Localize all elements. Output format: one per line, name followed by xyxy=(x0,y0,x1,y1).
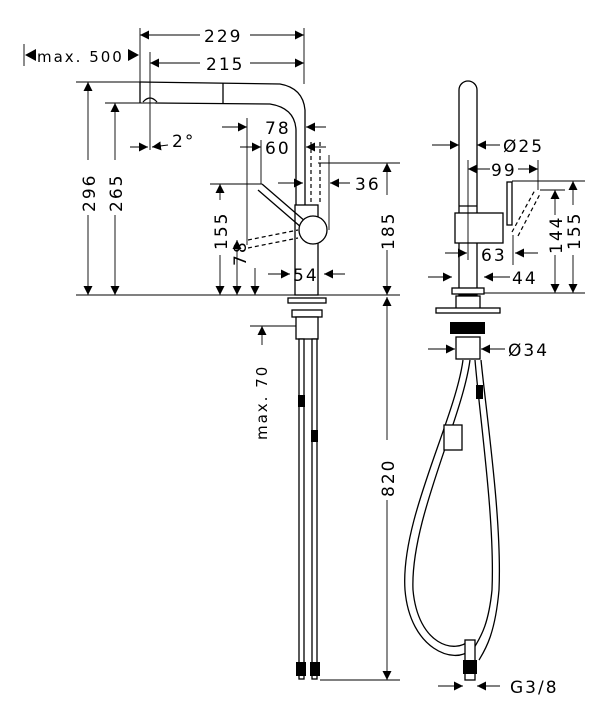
dim-60: 60 xyxy=(265,139,291,159)
lever-up-edge xyxy=(257,189,303,229)
dim-54: 54 xyxy=(293,266,319,286)
side-mounting-nut xyxy=(450,322,485,334)
supply-hose xyxy=(472,359,494,651)
hose-clip xyxy=(311,430,318,442)
dim-820: 820 xyxy=(379,459,399,497)
arrowhead xyxy=(25,49,36,61)
side-handle-body xyxy=(454,212,504,244)
dim-d25: Ø25 xyxy=(503,137,544,157)
base-plate xyxy=(287,297,327,304)
spray-hose xyxy=(404,359,471,657)
dim-max-500: max. 500 xyxy=(37,48,124,66)
hose-connector xyxy=(296,662,306,676)
side-base-plate xyxy=(435,307,501,314)
dim-215: 215 xyxy=(206,55,244,75)
dim-78-side: 78 xyxy=(231,240,251,266)
dim-36: 36 xyxy=(355,175,381,195)
body-hidden-lines xyxy=(310,142,321,205)
side-lower-shank xyxy=(455,336,481,360)
dim-185: 185 xyxy=(379,212,399,250)
hose-weight xyxy=(443,424,463,451)
spray-hose-inner xyxy=(412,359,471,647)
dim-144: 144 xyxy=(547,216,567,254)
dim-d34: Ø34 xyxy=(508,341,549,361)
supply-hose-outer xyxy=(478,359,501,661)
dim-thread: G3/8 xyxy=(510,678,559,698)
spout-inner-outline xyxy=(154,102,297,205)
hose-connector xyxy=(310,662,320,676)
dimension-line xyxy=(151,141,169,151)
dim-angle: 2° xyxy=(172,132,195,152)
side-lever xyxy=(506,181,513,226)
dim-229: 229 xyxy=(204,27,242,47)
supply-hose xyxy=(298,338,305,680)
dim-78-top: 78 xyxy=(265,119,291,139)
side-view: Ø25 99 144 155 63 44 Ø34 G3/8 xyxy=(404,80,585,698)
dim-265: 265 xyxy=(107,174,127,212)
mounting-shank xyxy=(295,316,319,340)
dim-63: 63 xyxy=(481,246,507,266)
front-view: 229 215 max. 500 296 265 2° 78 60 36 xyxy=(23,27,400,681)
dim-99: 99 xyxy=(491,161,517,181)
hose-clip xyxy=(476,385,483,399)
dim-max-70: max. 70 xyxy=(253,365,271,440)
mounting-nut xyxy=(291,309,323,318)
dim-44: 44 xyxy=(512,269,538,289)
hose-clip xyxy=(298,395,305,407)
lever-up xyxy=(261,183,307,223)
supply-hose xyxy=(311,338,318,680)
dim-296: 296 xyxy=(80,174,100,212)
arrowhead xyxy=(128,49,139,61)
dim-155-side: 155 xyxy=(565,212,585,250)
lever-dashed xyxy=(247,229,299,249)
hose-connector xyxy=(463,660,477,674)
lever-knob xyxy=(298,215,328,245)
side-base-ring xyxy=(451,287,485,295)
spout-outline xyxy=(139,81,306,205)
dim-155: 155 xyxy=(212,212,232,250)
side-lever-dashed xyxy=(511,189,541,237)
